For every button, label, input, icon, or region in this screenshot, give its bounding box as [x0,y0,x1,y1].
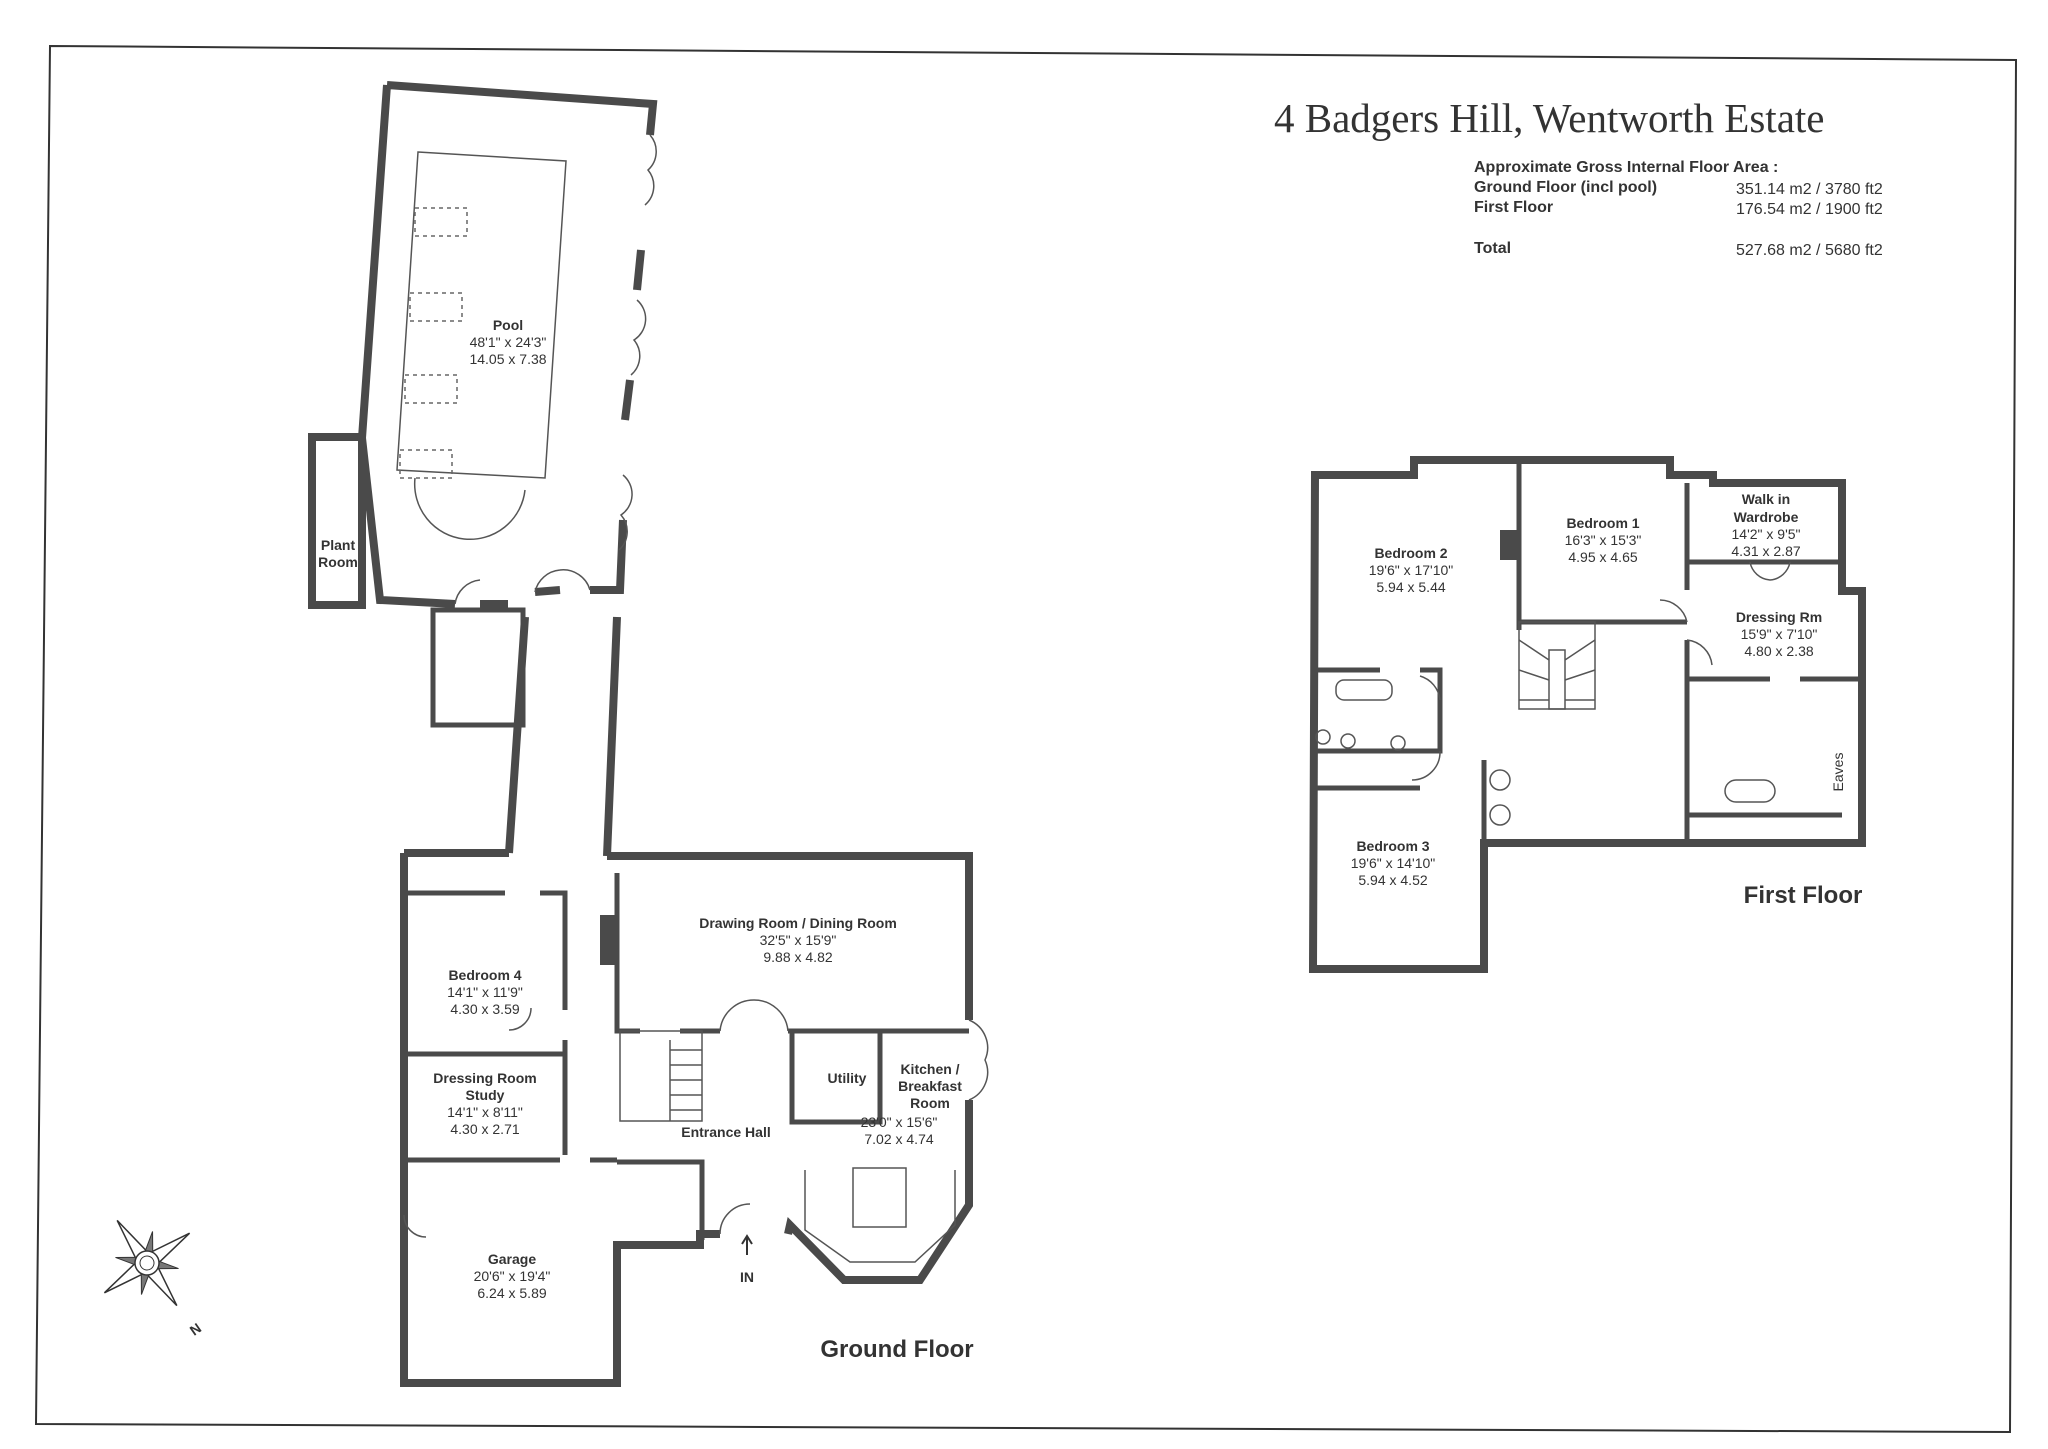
basin-icon [1489,804,1511,826]
plant-room-walls [308,433,366,609]
room-metric-bedroom3: 5.94 x 4.52 [1358,872,1427,888]
first-floor-chimney [1500,530,1517,560]
entrance-label: IN [740,1269,754,1285]
room-name2-plant: Room [318,554,358,570]
room-imperial-garage: 20'6" x 19'4" [474,1268,551,1284]
room-imperial-bedroom4: 14'1" x 11'9" [447,984,523,1000]
kitchen-units [804,1170,956,1263]
area-label-first: First Floor [1474,199,1553,216]
room-name-drawing: Drawing Room / Dining Room [699,915,897,931]
room-imperial-pool: 48'1" x 24'3" [470,334,547,350]
ground-floor-label: Ground Floor [820,1336,973,1363]
room-imperial-drawing: 32'5" x 15'9" [760,932,837,948]
toilet-icon [1315,729,1331,745]
room-metric-kitchen: 7.02 x 4.74 [864,1131,933,1147]
basin-icon [1489,769,1511,791]
room-name-kitchen: Kitchen / [900,1061,959,1077]
pool-steps [413,477,526,540]
area-value-first: 176.54 m2 / 1900 ft2 [1736,201,1883,218]
compass-rose-icon [103,1219,191,1307]
area-value-ground: 351.14 m2 / 3780 ft2 [1736,181,1883,198]
area-table: Approximate Gross Internal Floor Area : … [1474,159,1883,259]
room-metric-garage: 6.24 x 5.89 [477,1285,546,1301]
room-imperial-bedroom3: 19'6" x 14'10" [1351,855,1436,871]
pool-doors [454,134,657,605]
room-name-garage: Garage [488,1251,536,1267]
room-name2-kitchen: Breakfast [898,1078,962,1094]
room-imperial-kitchen: 23'0" x 15'6" [861,1114,938,1130]
property-title: 4 Badgers Hill, Wentworth Estate [1274,95,1824,141]
ground-floor-plan: Pool 48'1" x 24'3" 14.05 x 7.38 Plant Ro… [308,81,989,1387]
room-metric-bedroom4: 4.30 x 3.59 [450,1001,519,1017]
room-metric-bedroom2: 5.94 x 5.44 [1376,579,1445,595]
entrance-arrow-icon [741,1234,753,1255]
room-metric-dressing: 4.30 x 2.71 [450,1121,519,1137]
room-name-bedroom4: Bedroom 4 [448,967,521,983]
room-imperial-dressing: 14'1" x 8'11" [447,1104,523,1120]
basin-icon [1340,733,1356,749]
room-name-hall: Entrance Hall [681,1124,770,1140]
pool-light [409,292,463,322]
room-name2-dressing: Study [466,1087,505,1103]
bath-icon [1335,679,1393,701]
room-metric-pool: 14.05 x 7.38 [469,351,546,367]
room-name-wardrobe: Walk in [1742,491,1791,507]
shower-room-walls [430,607,526,728]
room-metric-wardrobe: 4.31 x 2.87 [1731,543,1800,559]
pool-light [414,207,468,237]
room-metric-dressing-rm: 4.80 x 2.38 [1744,643,1813,659]
room-metric-bedroom1: 4.95 x 4.65 [1568,549,1637,565]
ground-floor-walls [400,849,973,1387]
room-imperial-wardrobe: 14'2" x 9'5" [1732,526,1801,542]
kitchen-island [852,1167,907,1228]
area-label-ground: Ground Floor (incl pool) [1474,179,1657,196]
first-floor-interior-walls [1315,460,1862,843]
first-floor-staircase [1518,621,1596,710]
room-name-dressing-rm: Dressing Rm [1736,609,1822,625]
area-value-total: 527.68 m2 / 5680 ft2 [1736,242,1883,259]
first-floor-label: First Floor [1744,882,1863,909]
chimney-breast [600,915,617,965]
page-border [34,44,2018,1434]
room-name-dressing: Dressing Room [433,1070,536,1086]
room-name-utility: Utility [828,1070,867,1086]
first-floor-doors [1411,561,1791,781]
first-floor-walls [1308,456,1866,973]
room-name-bedroom3: Bedroom 3 [1356,838,1429,854]
room-imperial-bedroom2: 19'6" x 17'10" [1369,562,1454,578]
eaves-label: Eaves [1830,753,1846,792]
first-floor-plan: Bedroom 2 19'6" x 17'10" 5.94 x 5.44 Bed… [1308,456,1866,973]
pool-light [404,374,458,404]
room-imperial-dressing-rm: 15'9" x 7'10" [1741,626,1818,642]
area-heading: Approximate Gross Internal Floor Area : [1474,159,1778,176]
room-name3-kitchen: Room [910,1095,950,1111]
room-imperial-bedroom1: 16'3" x 15'3" [1565,532,1642,548]
pool-outline [396,151,567,479]
room-name-plant: Plant [321,537,356,553]
freestanding-bath-icon [1724,779,1776,803]
room-name2-wardrobe: Wardrobe [1734,509,1799,525]
room-metric-drawing: 9.88 x 4.82 [763,949,832,965]
pool-light [399,449,453,479]
door-swings [403,999,989,1238]
pool-hall-walls [357,81,658,608]
area-label-total: Total [1474,240,1511,257]
staircase [619,1030,703,1122]
room-name-bedroom2: Bedroom 2 [1374,545,1447,561]
room-name-bedroom1: Bedroom 1 [1566,515,1639,531]
compass-north-label: N [187,1320,204,1339]
basin-icon [1390,735,1406,751]
room-name-pool: Pool [493,317,523,333]
